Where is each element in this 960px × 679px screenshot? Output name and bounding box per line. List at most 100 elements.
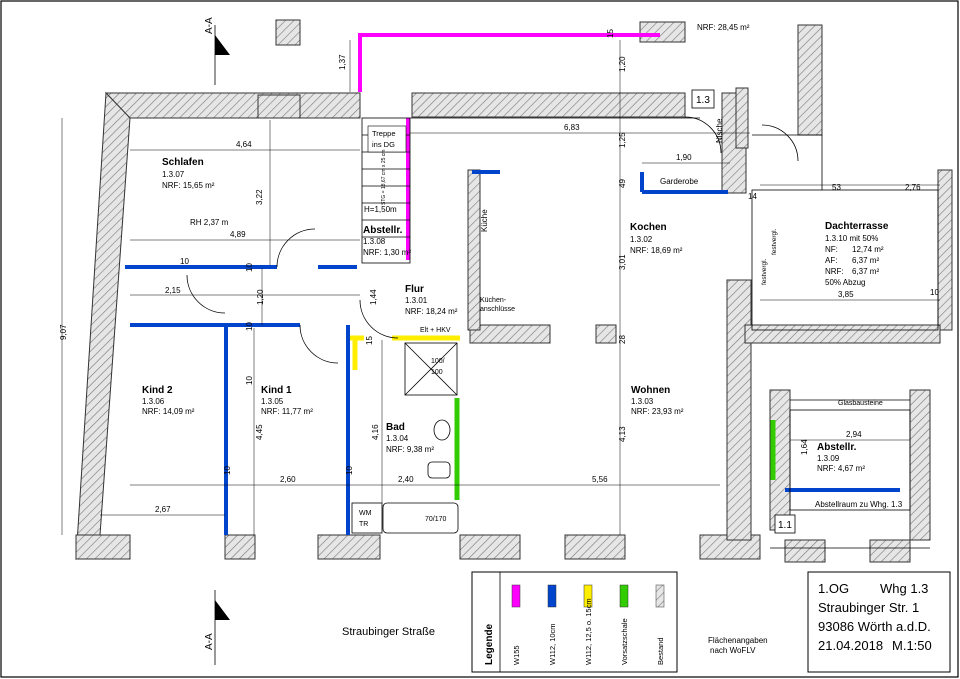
existing-walls bbox=[75, 19, 953, 563]
room-area: NRF: 9,38 m² bbox=[386, 445, 434, 454]
vorsatzschale-walls bbox=[454, 398, 776, 500]
unit-box-13 bbox=[691, 89, 715, 109]
room-area: NRF: 1,30 m² bbox=[363, 248, 411, 257]
dimension-label: 28 bbox=[618, 335, 627, 344]
title-block: 1.OG Whg 1.3 Straubinger Str. 1 93086 Wö… bbox=[807, 571, 951, 673]
room-number: 1.3.01 bbox=[405, 296, 428, 305]
w112-125-walls bbox=[350, 335, 460, 370]
glasbausteine-label: Glasbausteine bbox=[838, 400, 883, 407]
section-label-top: A-A bbox=[204, 17, 215, 34]
title-unit: Whg 1.3 bbox=[880, 581, 928, 596]
room-number: 1.3.03 bbox=[631, 397, 654, 406]
flaechen-label-2: nach WoFLV bbox=[710, 646, 756, 655]
title-street: Straubinger Str. 1 bbox=[818, 600, 919, 615]
dimension-label: 2,40 bbox=[398, 475, 414, 484]
nf-label: NF: bbox=[825, 245, 838, 254]
dimension-label: 5,56 bbox=[592, 475, 608, 484]
dimension-label: 3,22 bbox=[255, 189, 264, 205]
unit-box-11 bbox=[774, 514, 796, 534]
dimension-label: 10 bbox=[180, 257, 189, 266]
room-kochen: Kochen 1.3.02 NRF: 18,69 m² bbox=[630, 222, 683, 255]
room-kind1: Kind 1 1.3.05 NRF: 11,77 m² bbox=[261, 385, 313, 416]
nrf-value: 6,37 m² bbox=[852, 267, 879, 276]
stair-label-box bbox=[367, 125, 407, 153]
dimension-label: 2,94 bbox=[846, 430, 862, 439]
dimension-label: 1,20 bbox=[256, 289, 265, 305]
room-area: NRF: 14,09 m² bbox=[142, 407, 195, 416]
legend-item-label: W112, 10cm bbox=[548, 623, 557, 665]
room-name: Wohnen bbox=[631, 385, 670, 396]
room-flur: Flur 1.3.01 NRF: 18,24 m² bbox=[405, 284, 458, 316]
shower-label-1: 100/ bbox=[431, 358, 445, 365]
dimension-label: 2,15 bbox=[165, 286, 181, 295]
dimension-label: 15 bbox=[365, 336, 374, 345]
legend-swatch bbox=[583, 584, 593, 608]
stair-label-1: Treppe bbox=[372, 129, 396, 138]
room-name: Kind 1 bbox=[261, 385, 292, 396]
room-number: 1.3.07 bbox=[162, 170, 185, 179]
dimension-label: 4,13 bbox=[618, 426, 627, 442]
room-kind2: Kind 2 1.3.06 NRF: 14,09 m² bbox=[142, 385, 195, 416]
festvergl-label-2: festvergl. bbox=[771, 228, 778, 255]
room-dachterrasse: Dachterrasse 1.3.10 mit 50% NF: 12,74 m²… bbox=[825, 221, 889, 287]
legend-swatch bbox=[655, 584, 665, 608]
room-area: NRF: 23,93 m² bbox=[631, 407, 684, 416]
legend-item-label: Vorsatzschale bbox=[620, 618, 629, 665]
dimension-label: 4,64 bbox=[236, 140, 252, 149]
nrf-label: NRF: bbox=[825, 267, 844, 276]
room-abstellr-1309: Abstellr. 1.3.09 NRF: 4,67 m² bbox=[817, 442, 865, 473]
legend-swatch bbox=[547, 584, 557, 608]
tr-label: TR bbox=[359, 521, 368, 528]
dimension-label: 53 bbox=[832, 183, 841, 192]
room-schlafen: Schlafen 1.3.07 NRF: 15,65 m² RH 2,37 m bbox=[162, 157, 229, 227]
room-area: NRF: 4,67 m² bbox=[817, 464, 865, 473]
room-area: NRF: 15,65 m² bbox=[162, 181, 215, 190]
legend-item-label: W155 bbox=[512, 645, 521, 665]
dimension-label: 4,45 bbox=[255, 424, 264, 440]
dimension-label: 9,07 bbox=[59, 324, 68, 340]
room-height: H=1,50m bbox=[364, 205, 397, 214]
w112-10cm-walls bbox=[125, 170, 900, 535]
room-number: 1.3.04 bbox=[386, 434, 409, 443]
legend-swatch bbox=[511, 584, 521, 608]
dimension-label: 10 bbox=[245, 376, 254, 385]
dimension-label: 2,60 bbox=[280, 475, 296, 484]
room-height: RH 2,37 m bbox=[190, 218, 229, 227]
abstellraum-label: Abstellraum zu Whg. 1.3 bbox=[815, 500, 903, 509]
title-date: 21.04.2018 bbox=[818, 638, 883, 653]
nische-label: Nische bbox=[715, 118, 724, 143]
w155-walls bbox=[358, 33, 660, 260]
dimension-label: 4,89 bbox=[230, 230, 246, 239]
dimension-label: 3,01 bbox=[618, 254, 627, 270]
dimension-label: 10 bbox=[930, 288, 939, 297]
dimension-label: 4,16 bbox=[371, 424, 380, 440]
flaechen-label-1: Flächenangaben bbox=[708, 636, 768, 645]
legend-item-label: Bestand bbox=[656, 637, 665, 665]
section-marker-bottom: A-A bbox=[204, 590, 230, 665]
room-area: NRF: 18,69 m² bbox=[630, 246, 683, 255]
legend-title: Legende bbox=[484, 623, 495, 665]
room-number: 1.3.05 bbox=[261, 397, 284, 406]
kueche-label: Küche bbox=[480, 209, 489, 232]
abzug-label: 50% Abzug bbox=[825, 278, 865, 287]
dimension-label: 1,64 bbox=[800, 439, 809, 455]
room-name: Abstellr. bbox=[363, 225, 403, 236]
dimension-label: 3,85 bbox=[838, 290, 854, 299]
dimension-labels: 4,64 3,22 4,89 1,37 6,83 1,20 1,25 1,90 … bbox=[59, 29, 939, 514]
room-number: 1.3.08 bbox=[363, 237, 386, 246]
dimension-label: 2,76 bbox=[905, 183, 921, 192]
room-name: Abstellr. bbox=[817, 442, 857, 453]
dimension-label: 1,25 bbox=[618, 132, 627, 148]
dimension-label: 1,90 bbox=[676, 153, 692, 162]
room-number: 1.3.09 bbox=[817, 454, 840, 463]
af-label: AF: bbox=[825, 256, 837, 265]
section-marker-top: A-A bbox=[204, 17, 230, 85]
room-name: Kind 2 bbox=[142, 385, 173, 396]
kuechen-label-2: anschlüsse bbox=[480, 306, 515, 313]
dimension-label: 1,37 bbox=[338, 54, 347, 70]
title-city: 93086 Wörth a.d.D. bbox=[818, 619, 931, 634]
dimension-label: 10 bbox=[245, 322, 254, 331]
